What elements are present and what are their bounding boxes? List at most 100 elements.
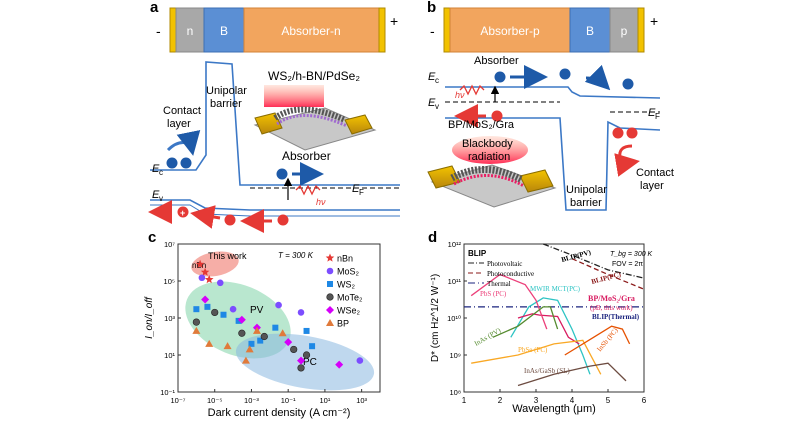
panel-a-contact-layer-2: layer [167,118,191,130]
panel-c-legend-marker-1 [326,267,334,275]
panel-b-hole-2 [612,127,624,139]
panel-c-region-pc-label: PC [303,357,317,368]
panel-b-blackbody-2: radiation [468,151,510,163]
panel-c-point-5-2 [223,342,232,350]
panel-c-point-1-1 [216,279,224,287]
panel-a-ev-sub: v [159,194,163,203]
panel-b-seg-label-p: p [621,24,628,38]
panel-c-point-1-4 [297,309,305,316]
panel-d-xtick-label-2: 3 [534,396,539,405]
panel-b-device-illustration [427,136,557,208]
panel-c-xtick-label-1: 10⁻⁵ [207,396,222,405]
panel-c-xlabel: Dark current density (A cm⁻²) [208,407,351,419]
panel-c-ytick-label-3: 10⁵ [164,277,175,286]
panel-a-seg-label-b: B [220,24,228,38]
panel-d-xlabel: Wavelength (μm) [512,403,596,415]
panel-d-blip: BLIP [468,249,487,258]
panel-b-ef-label: E [648,107,656,119]
panel-c-point-1-5 [356,357,364,364]
panel-a-electron-1 [166,157,178,169]
panel-c-legend-label-4: WSe₂ [337,306,361,316]
panel-d-series-8 [564,325,631,356]
panel-a-hole-3 [277,214,289,226]
panel-d-bp-label: BP/MoS₂/Gra [588,294,635,303]
panel-a-absorber-label: Absorber [282,149,331,163]
panel-a-electrode-block-2 [344,114,373,135]
panel-c-legend-marker-3 [326,293,334,301]
panel-a-segment-b [203,7,245,53]
panel-b-device-name: BP/MoS₂/Gra [448,119,515,131]
panel-d-marks [464,243,645,387]
panel-c-xtick-label-4: 10¹ [319,396,330,405]
panel-c-point-1-2 [229,305,237,313]
panel-b-ev-sub: v [435,102,439,111]
panel-a-conduction-band [150,61,400,186]
panel-b-photon-wave [459,84,485,96]
panel-c-ytick-label-4: 10⁷ [164,240,175,249]
panel-c-point-4-0 [201,295,210,304]
panel-a-electrode-right [378,7,386,53]
panel-a-electrode-left [169,7,177,53]
panel-c-point-4-1 [237,315,246,324]
legend-label-photovoltaic: Photovoltaic [487,260,522,268]
panel-c-point-4-4 [297,356,306,365]
panel-d-series-0 [542,243,645,279]
panel-d-xtick-label-5: 6 [642,396,647,405]
panel-d-xtick-label-4: 5 [606,396,611,405]
panel-a-contact-layer-1: Contact [163,105,201,117]
panel-c-point-3-0 [192,318,200,326]
panel-d-series-7 [492,306,559,338]
panel-b-electrode-right [637,7,645,53]
panel-c-chart: c This work nBn T = 300 K PV PC 10⁻⁷10⁻⁵… [144,229,381,419]
panel-a-unipolar-1: Unipolar [206,85,247,97]
panel-c-ytick-label-2: 10³ [164,314,175,323]
panel-b-unipolar-1: Unipolar [566,184,607,196]
panel-c-point-2-3 [235,317,242,324]
panel-d-blip-thermal-label: BLIP(Thermal) [592,313,640,321]
panel-c-point-1-0 [198,274,206,282]
panel-b-blackbody-glow [452,136,528,164]
panel-c-point-5-5 [278,329,287,337]
panel-a-ec-label: E [152,163,160,175]
panel-b-electron-arrow-2 [584,64,611,91]
panel-d-mwir-label: MWIR MCT(PC) [530,285,581,293]
panel-c-point-2-5 [257,337,264,344]
panel-d-xtick-label-0: 1 [462,396,467,405]
panel-c-ytick-label-1: 10¹ [164,351,175,360]
panel-d-ytick-label-2: 10¹⁰ [447,314,461,323]
panel-b-electron-2 [559,68,571,80]
panel-b-hv-label: hν [455,90,465,100]
panel-c-point-0-2 [204,275,214,284]
panel-c-point-3-5 [297,364,305,372]
panel-d-pbse-label: PbSe (PC) [518,346,548,354]
panel-b-seg-label-absorber: Absorber-p [480,24,540,38]
panel-b-electrode-block-2 [519,169,554,193]
panel-b: b - + Absorber-p B p Absorber E c E v E … [427,0,674,211]
panel-c-point-3-4 [290,345,298,354]
panel-c-point-2-8 [309,343,316,350]
panel-b-electron-3 [622,78,634,90]
panel-c-point-3-3 [260,332,268,341]
panel-d-inas-label: InAs (PV) [473,326,503,348]
panel-c-point-2-4 [248,340,255,347]
panel-c-point-5-0 [192,326,201,334]
panel-a-label: a [150,0,159,16]
panel-d-xtick-label-1: 2 [498,396,503,405]
panel-c-ytick-label-0: 10⁻¹ [160,388,175,397]
panel-b-segment-absorber [449,7,571,53]
panel-c-point-4-5 [335,360,344,369]
panel-b-absorber-label: Absorber [474,55,519,67]
panel-a-hole-1 [177,206,189,218]
panel-d-blip-pc-label: BLIP(PC) [590,270,622,286]
panel-b-minus: - [430,23,435,39]
panel-d-tbg: T_bg = 300 K [610,251,653,258]
panel-c-point-5-3 [245,345,254,353]
panel-b-ec-label: E [428,71,436,83]
panel-a-hole-arrow-1 [190,205,221,229]
panel-a-electron-arrow-contact [166,129,201,156]
panel-a-ef-label: E [352,183,360,195]
panel-c-point-2-0 [193,306,200,313]
panel-c-point-2-2 [220,311,227,318]
panel-a-photon-wave [295,184,321,196]
